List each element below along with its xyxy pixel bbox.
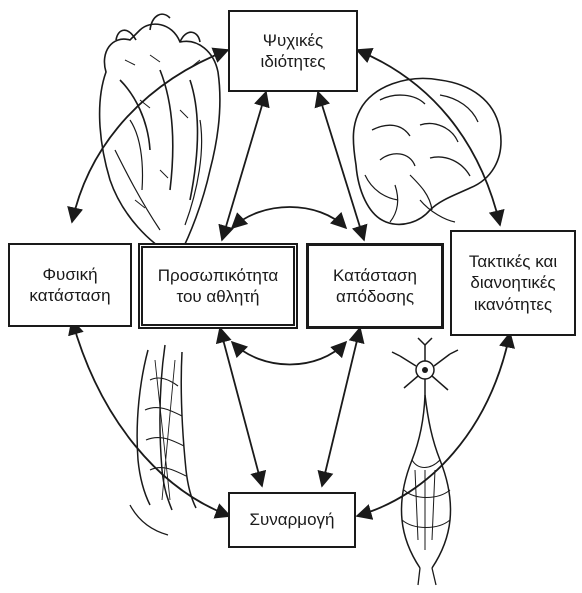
node-coordination: Συναρμογή: [228, 492, 356, 548]
node-psychic-properties: Ψυχικές ιδιότητες: [228, 10, 358, 92]
node-psychic-line2: ιδιότητες: [261, 51, 326, 72]
heart-illustration: [100, 14, 220, 258]
node-tactical-mental-abilities: Τακτικές και διανοητικές ικανότητες: [450, 230, 576, 336]
node-coordination-line1: Συναρμογή: [249, 509, 334, 530]
node-performance-state: Κατάσταση απόδοσης: [306, 243, 444, 329]
node-psychic-line1: Ψυχικές: [263, 30, 323, 51]
node-tactical-line2: διανοητικές: [470, 272, 555, 293]
node-physical-line2: κατάσταση: [29, 285, 110, 306]
muscle-illustration: [130, 345, 196, 535]
node-physical-condition: Φυσική κατάσταση: [8, 243, 132, 327]
node-personality-line1: Προσωπικότητα: [158, 265, 278, 286]
node-personality-line2: του αθλητή: [176, 286, 259, 307]
node-physical-line1: Φυσική: [42, 264, 97, 285]
node-performance-line2: απόδοσης: [336, 286, 414, 307]
brain-illustration: [353, 78, 501, 224]
node-tactical-line1: Τακτικές και: [469, 251, 557, 272]
neuron-illustration: [392, 338, 458, 585]
node-performance-line1: Κατάσταση: [333, 265, 417, 286]
node-athlete-personality: Προσωπικότητα του αθλητή: [138, 243, 298, 329]
node-tactical-line3: ικανότητες: [474, 294, 552, 315]
